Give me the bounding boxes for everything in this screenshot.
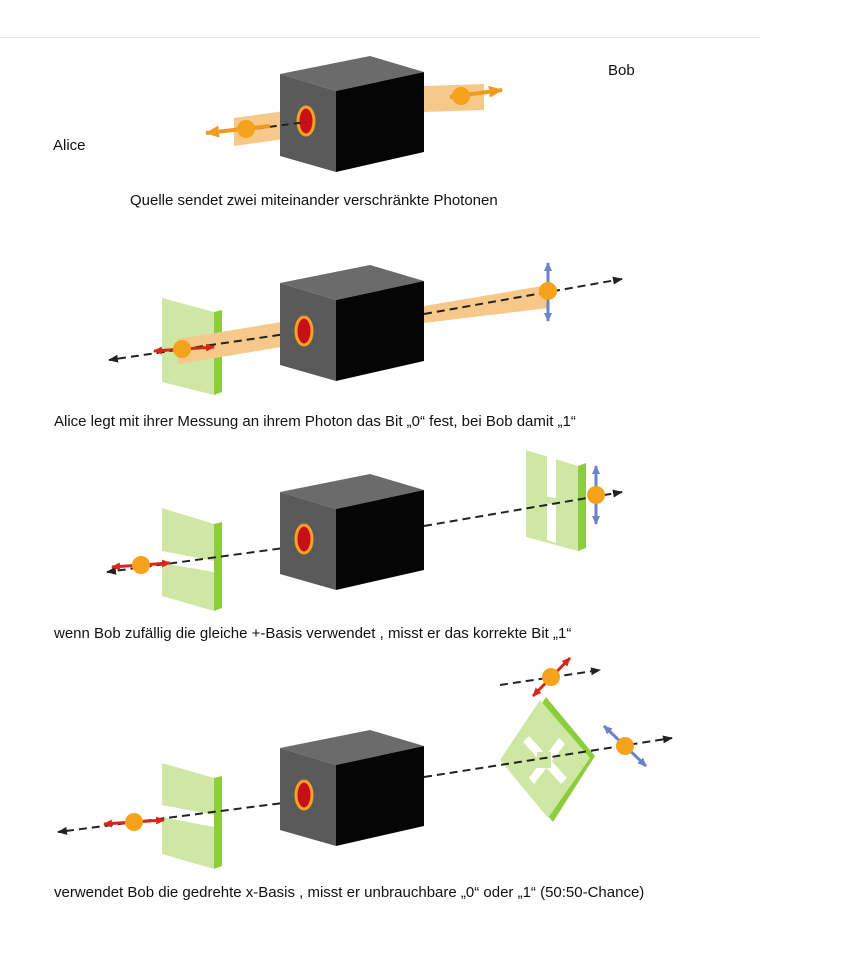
source-cube (280, 730, 424, 846)
caption-4: verwendet Bob die gedrehte x-Basis , mis… (54, 884, 645, 901)
label-bob: Bob (608, 62, 635, 79)
caption-1: Quelle sendet zwei miteinander verschrän… (130, 192, 498, 209)
caption-3: wenn Bob zufällig die gleiche +-Basis ve… (54, 625, 572, 642)
cube-port (294, 523, 314, 555)
label-alice: Alice (53, 137, 86, 154)
source-cube (280, 474, 424, 590)
dash-line-right (423, 489, 623, 527)
dash-line-right (423, 276, 623, 315)
dash-line-left (106, 544, 307, 575)
cube-port (296, 105, 316, 137)
photon-alice (125, 813, 143, 831)
cube-front (336, 72, 424, 172)
photon-bob (539, 282, 557, 300)
top-divider (0, 37, 760, 38)
photon-bob (587, 486, 605, 504)
alice-polarizer (162, 763, 222, 869)
photon-alice (173, 340, 191, 358)
panel-rotated-basis (57, 656, 673, 869)
caption-2: Alice legt mit ihrer Messung an ihrem Ph… (54, 413, 576, 430)
beam-right (424, 285, 548, 323)
bob-rotated-polarizer (500, 697, 595, 822)
photon-bob (452, 87, 470, 105)
cube-port (294, 779, 314, 811)
source-cube (280, 265, 424, 381)
bob-polarizer (526, 450, 586, 551)
panel-source-emission (205, 56, 503, 172)
alice-polarizer (162, 508, 222, 611)
cube-port (294, 315, 314, 347)
source-cube (280, 56, 424, 172)
output-dash-line (499, 667, 601, 686)
photon-bob-output (542, 668, 560, 686)
dash-line-left (57, 799, 307, 835)
dash-line-left (108, 330, 307, 363)
cube-top (280, 56, 424, 91)
photon-bob (616, 737, 634, 755)
dash-left (245, 121, 307, 131)
photon-alice (237, 120, 255, 138)
photon-alice (132, 556, 150, 574)
panel-alice-measurement (108, 262, 623, 395)
panel-same-basis (106, 450, 623, 611)
